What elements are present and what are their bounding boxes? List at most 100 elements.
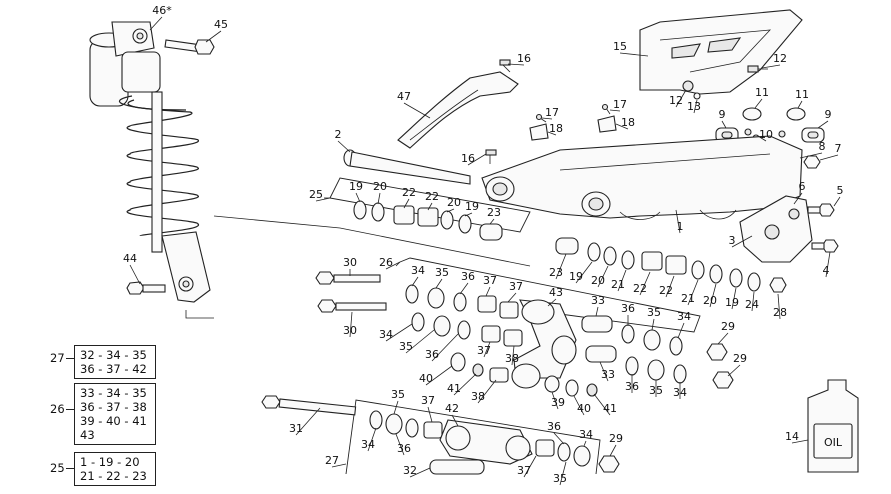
callout-leader	[797, 100, 803, 109]
callout-17b: 17	[613, 98, 627, 111]
callout-37a: 37	[483, 274, 497, 287]
callout-leader	[754, 98, 763, 109]
clip-18-left	[529, 123, 549, 141]
callout-leader	[833, 196, 841, 207]
linkage-group-26	[315, 257, 734, 397]
legend-box-25: 1 - 19 - 20 21 - 22 - 23	[74, 452, 156, 486]
callout-leader	[599, 361, 609, 382]
plate-9-right	[801, 127, 825, 143]
callout-leader	[547, 298, 557, 307]
swingarm	[481, 135, 803, 220]
callout-7: 7	[835, 142, 842, 155]
callout-leader	[405, 329, 435, 354]
callout-leader	[337, 140, 351, 153]
swingarm-axle	[343, 149, 471, 185]
callout-6: 6	[799, 180, 806, 193]
callout-leader	[477, 379, 497, 404]
callout-35c: 35	[647, 306, 661, 319]
callout-36c: 36	[621, 302, 635, 315]
callout-20c: 20	[591, 274, 605, 287]
callout-leader	[547, 131, 557, 136]
callout-21a: 21	[611, 278, 625, 291]
callout-29c: 29	[609, 432, 623, 445]
callout-leader	[349, 311, 353, 338]
callout-leader	[717, 332, 729, 345]
callout-24: 24	[745, 298, 759, 311]
oil-bottle: OIL	[807, 379, 859, 473]
callout-17a: 17	[545, 106, 559, 119]
callout-36f: 36	[547, 420, 561, 433]
legend-line: 33 - 34 - 35	[80, 386, 147, 400]
callout-40a: 40	[419, 372, 433, 385]
callout-leader	[727, 364, 741, 377]
callout-35e: 35	[391, 388, 405, 401]
callout-34a: 34	[411, 264, 425, 277]
callout-leader	[467, 153, 487, 166]
callout-leader	[677, 322, 685, 339]
callout-leader	[693, 99, 698, 114]
callout-leader	[573, 395, 585, 416]
callout-34c: 34	[677, 310, 691, 323]
callout-leader	[511, 345, 515, 366]
callout-11b: 11	[795, 88, 809, 101]
callout-leader	[595, 306, 599, 317]
callout-37c: 37	[477, 344, 491, 357]
bolt-4	[811, 239, 839, 253]
callout-33a: 33	[591, 294, 605, 307]
callout-19d: 19	[725, 296, 739, 309]
callout-20d: 20	[703, 294, 717, 307]
callout-leader	[507, 292, 517, 303]
legend-line: 36 - 37 - 38	[80, 400, 147, 414]
callout-1: 1	[677, 220, 684, 233]
callout-leader	[731, 235, 753, 248]
shock-absorber	[89, 21, 211, 303]
callout-38a: 38	[505, 352, 519, 365]
legend-connector	[66, 409, 74, 410]
callout-28: 28	[773, 306, 787, 319]
legend-line: 39 - 40 - 41	[80, 414, 147, 428]
callout-leader	[403, 198, 410, 209]
legend-ref: 25	[50, 461, 65, 475]
legend-connector	[66, 468, 74, 469]
callout-41a: 41	[447, 382, 461, 395]
callout-leader	[687, 279, 699, 306]
adjuster-11-right	[786, 107, 806, 121]
bolt-5	[807, 203, 835, 217]
callout-leader	[575, 261, 593, 284]
callout-30b: 30	[343, 324, 357, 337]
callout-leader	[385, 261, 401, 270]
callout-leader	[315, 197, 331, 202]
callout-14: 14	[785, 430, 799, 443]
callout-40b: 40	[577, 402, 591, 415]
callout-leader	[757, 135, 767, 142]
callout-36b: 36	[425, 348, 439, 361]
callout-11a: 11	[755, 86, 769, 99]
bearing-group-25	[324, 177, 531, 241]
callout-leader	[395, 433, 405, 456]
callout-20a: 20	[373, 180, 387, 193]
callout-leader	[425, 365, 453, 386]
callout-38b: 38	[471, 390, 485, 403]
callout-37d: 37	[421, 394, 435, 407]
callout-leader	[791, 439, 809, 444]
callout-leader	[411, 276, 419, 287]
callout-13: 13	[687, 100, 701, 113]
legend-box-26: 33 - 34 - 35 36 - 37 - 38 39 - 40 - 41 4…	[74, 383, 156, 445]
callout-37b: 37	[509, 280, 523, 293]
callout-leader	[541, 117, 553, 120]
callout-47: 47	[397, 90, 411, 103]
bolt-44	[126, 281, 166, 295]
callout-3: 3	[729, 234, 736, 247]
callout-16a: 16	[517, 52, 531, 65]
callout-39: 39	[551, 396, 565, 409]
callout-leader	[453, 373, 477, 396]
callout-leader	[617, 269, 627, 292]
callout-2: 2	[335, 128, 342, 141]
callout-25: 25	[309, 188, 323, 201]
callout-15: 15	[613, 40, 627, 53]
callout-20b: 20	[447, 196, 461, 209]
callout-leader	[819, 154, 839, 161]
legend-line: 21 - 22 - 23	[80, 469, 147, 483]
